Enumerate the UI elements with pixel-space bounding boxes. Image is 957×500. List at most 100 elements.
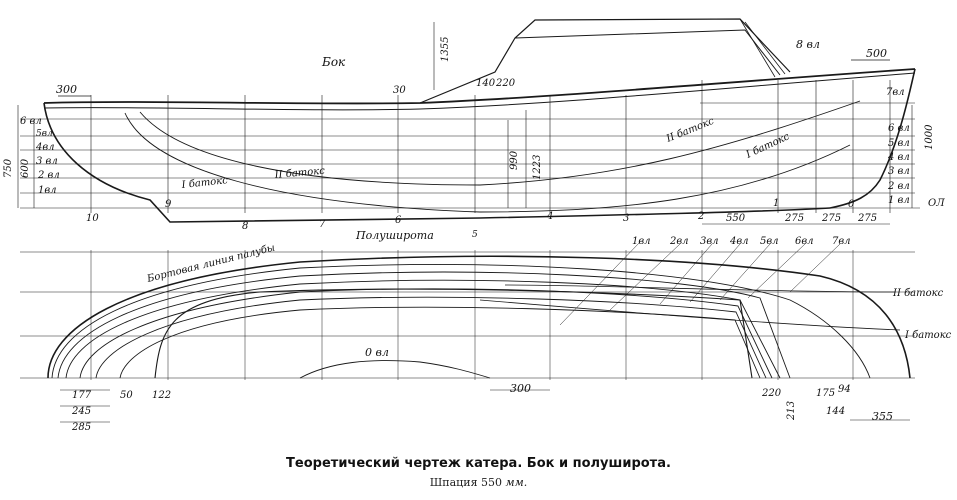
buttock-ii-label-right: II батокс bbox=[664, 116, 716, 146]
wl-left-5: 5вл bbox=[36, 129, 53, 139]
dim-122: 122 bbox=[152, 390, 171, 401]
sheer-line bbox=[43, 68, 916, 105]
hb-wl-5 bbox=[65, 279, 781, 379]
hb-wl-7 bbox=[51, 264, 871, 379]
caption-subtitle-unit: мм. bbox=[505, 476, 528, 489]
buttock-i-label-left: I батокс bbox=[180, 175, 229, 191]
buttock-ii-profile bbox=[139, 100, 861, 186]
station-8: 8 bbox=[242, 221, 248, 232]
dim-144: 144 bbox=[826, 406, 845, 417]
half-breadth-label: Полуширота bbox=[355, 229, 434, 242]
profile-label: Бок bbox=[321, 55, 346, 69]
buttock-i-profile bbox=[124, 112, 851, 213]
hb-deck-line-label: Бортовая линия палубы bbox=[145, 242, 276, 285]
wl-right-3: 3 вл bbox=[888, 166, 910, 177]
dim-275-a: 275 bbox=[784, 213, 804, 224]
dim-500-top: 500 bbox=[866, 47, 887, 60]
wl-right-2: 2 вл bbox=[887, 181, 910, 192]
station-4: 4 bbox=[546, 211, 553, 222]
dim-285: 285 bbox=[71, 422, 91, 433]
keel-line bbox=[43, 102, 831, 223]
hb-wl-6-label: 6вл bbox=[795, 236, 814, 247]
hb-wl-0 bbox=[299, 360, 491, 379]
dim-600: 600 bbox=[20, 158, 31, 178]
hb-buttock-i bbox=[479, 299, 901, 331]
hb-wl-1 bbox=[154, 288, 753, 379]
dim-1223: 1223 bbox=[532, 155, 543, 180]
wl-right-1: 1 вл bbox=[888, 195, 910, 206]
dim-175: 175 bbox=[816, 388, 835, 399]
hb-wl-5-label: 5вл bbox=[760, 236, 779, 247]
hb-wl-1-label: 1вл bbox=[632, 236, 651, 247]
wl-right-ol: ОЛ bbox=[928, 198, 945, 209]
hb-deck-edge bbox=[47, 255, 911, 379]
station-2: 2 bbox=[697, 211, 704, 222]
station-lines bbox=[90, 80, 891, 213]
dim-245: 245 bbox=[71, 406, 91, 417]
wl-left-3: 3 вл bbox=[36, 156, 58, 167]
wl-left-4: 4вл bbox=[35, 142, 55, 153]
dim-550-bottom: 550 bbox=[726, 213, 746, 224]
dim-140: 140 bbox=[476, 78, 496, 89]
dim-220: 220 bbox=[495, 78, 516, 89]
dim-177: 177 bbox=[72, 390, 92, 401]
waterline-lines bbox=[20, 102, 920, 209]
hb-wl-3-label: 3вл bbox=[700, 236, 719, 247]
hb-buttock-i-label: I батокс bbox=[904, 330, 952, 341]
station-9: 9 bbox=[165, 199, 172, 210]
stem-line bbox=[829, 68, 916, 209]
dim-750: 750 bbox=[3, 158, 14, 178]
deck-line bbox=[43, 72, 916, 111]
dim-355: 355 bbox=[872, 410, 893, 423]
dim-300-top: 300 bbox=[56, 83, 77, 96]
dim-300-bottom: 300 bbox=[510, 382, 531, 395]
dim-1355: 1355 bbox=[440, 37, 451, 62]
hb-wl-7-label: 7вл bbox=[832, 236, 851, 247]
station-6: 6 bbox=[395, 215, 402, 226]
station-10: 10 bbox=[86, 213, 99, 224]
dim-220-bottom: 220 bbox=[761, 388, 782, 399]
hb-buttock-ii bbox=[504, 284, 896, 293]
dim-990: 990 bbox=[509, 150, 520, 170]
caption-title: Теоретический чертеж катера. Бок и полуш… bbox=[286, 456, 671, 471]
profile-view bbox=[17, 18, 920, 225]
hb-wl-0-label: 0 вл bbox=[365, 346, 389, 359]
dim-213: 213 bbox=[786, 401, 797, 421]
hb-buttock-ii-label: II батокс bbox=[892, 288, 944, 299]
lines-plan-drawing: Бок 300 500 30 140 220 1355 1223 990 750… bbox=[3, 18, 952, 433]
cabin-outline bbox=[419, 18, 791, 104]
roof-waterline-label: 8 вл bbox=[796, 38, 820, 51]
caption-subtitle: Шпация 550 мм. bbox=[0, 476, 957, 489]
buttock-i-label-right: I батокс bbox=[744, 131, 792, 161]
dim-30: 30 bbox=[393, 85, 406, 96]
wl-left-1: 1вл bbox=[38, 185, 57, 196]
hb-wl-4-label: 4вл bbox=[729, 236, 749, 247]
wl-left-2: 2 вл bbox=[37, 170, 60, 181]
hb-wl-3 bbox=[95, 296, 767, 379]
wl-right-7: 7вл bbox=[886, 87, 905, 98]
station-0: 0 bbox=[848, 199, 855, 210]
half-breadth-view bbox=[20, 241, 915, 423]
hb-wl-6 bbox=[57, 271, 791, 379]
caption-subtitle-prefix: Шпация 550 bbox=[429, 476, 503, 489]
wl-right-6: 6 вл bbox=[888, 123, 910, 134]
hb-wl-2-label: 2вл bbox=[669, 236, 689, 247]
wl-right-4: 4 вл bbox=[887, 152, 910, 163]
dim-275-c: 275 bbox=[857, 213, 877, 224]
station-5: 5 bbox=[472, 230, 478, 240]
dim-1000: 1000 bbox=[924, 124, 935, 150]
hb-wl-4 bbox=[79, 288, 773, 379]
cabin-roof bbox=[514, 29, 781, 76]
wl-left-6: 6 вл bbox=[20, 116, 42, 127]
station-7: 7 bbox=[319, 219, 326, 230]
buttock-ii-label-left: II батокс bbox=[273, 166, 325, 181]
station-3: 3 bbox=[623, 213, 629, 224]
dim-50: 50 bbox=[120, 390, 133, 401]
dim-94: 94 bbox=[838, 384, 851, 395]
hb-grid bbox=[20, 250, 915, 380]
windshield bbox=[739, 18, 786, 78]
station-1: 1 bbox=[773, 198, 779, 209]
dim-275-b: 275 bbox=[821, 213, 841, 224]
hb-wl-2 bbox=[119, 306, 761, 379]
wl-right-5: 5 вл bbox=[888, 138, 910, 149]
